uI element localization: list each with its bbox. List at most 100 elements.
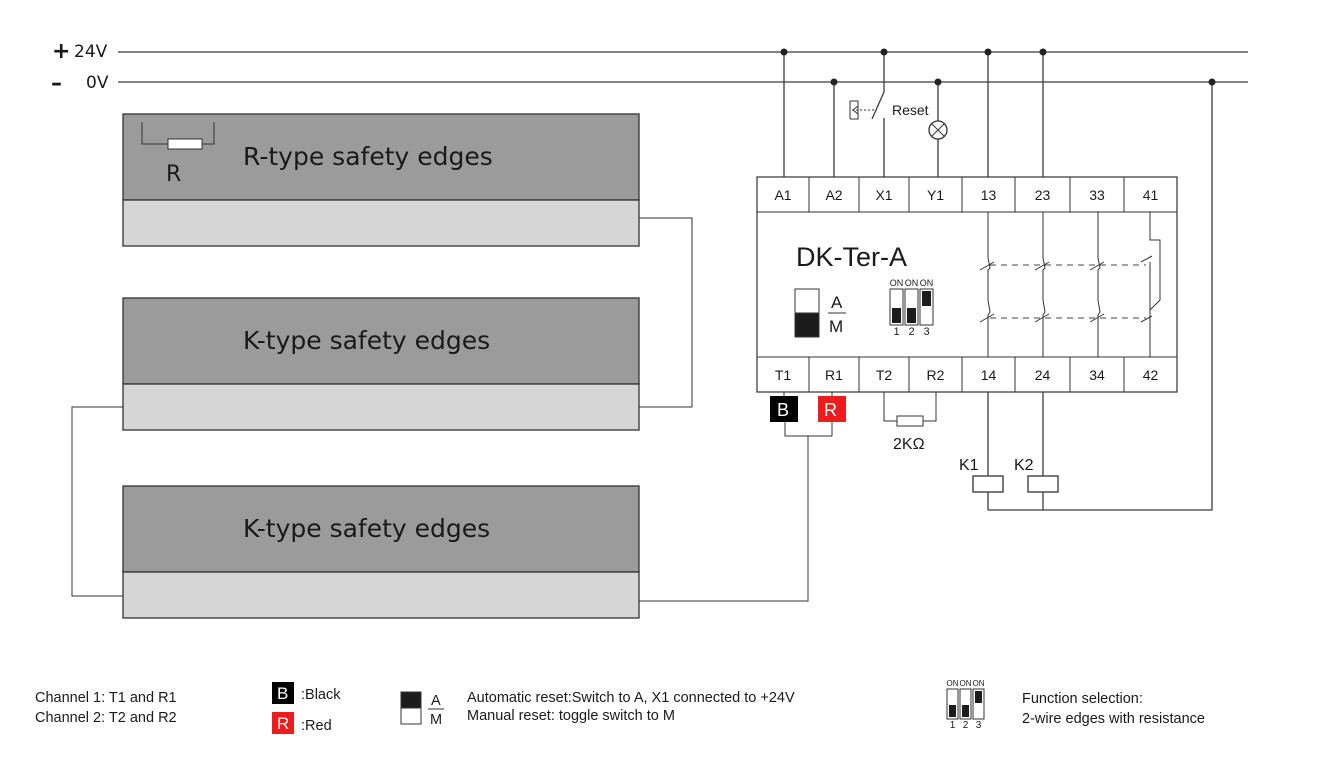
r-edge-base [122,199,640,247]
no-contact-bar-33a [1089,261,1105,271]
bottom-terminal-42: 42 [1143,367,1159,383]
legend-dip-knob-3 [975,691,982,703]
legend-dip-slot-1 [946,688,959,720]
module-dip-number: 3 [923,326,929,338]
legend-dip-slot-3 [972,688,985,720]
legend-switch-m: M [430,712,442,728]
module-dip-on-label: ON [920,278,934,288]
module-dip-number: 2 [908,326,914,338]
top-terminal-x1: X1 [875,187,892,203]
power-rails: + 24V – 0V [51,39,1248,96]
module-dip-on-label: ON [890,278,904,288]
contact-41-42-nc-upper [1149,212,1161,311]
legend-dip-number: 3 [976,720,982,731]
r-edge-profile [122,113,640,201]
t2-resistor-lead [883,392,897,422]
legend-am-switch-top [400,691,422,709]
x1-junction [880,48,888,56]
nc-contact-bar-1 [1140,255,1153,263]
bottom-terminal-r2: R2 [927,367,945,383]
contact-23-24 [1042,212,1046,357]
y1-junction [934,78,942,86]
legend-dip-on-label: ON [947,679,959,688]
am-switch-bottom [794,312,820,338]
k-type-safety-edge-1: K-type safety edges [122,297,640,431]
top-terminal-y1: Y1 [927,187,944,203]
k2-coil-icon [1027,475,1059,493]
legend-channel-2: Channel 2: T2 and R2 [35,710,177,726]
k2-edge-base [122,571,640,619]
t13-junction [984,48,992,56]
legend-dip-number: 2 [963,720,969,731]
k2-edge-profile [122,485,640,573]
legend-dip-number: 1 [950,720,956,731]
k2-label: K2 [1014,457,1034,474]
bottom-terminal-t2: T2 [876,367,893,383]
r-resistor-icon [167,138,203,150]
r-type-safety-edge: R R-type safety edges [122,113,640,247]
module-name: DK-Ter-A [796,242,907,272]
legend-red-tag: R [277,714,289,733]
k2-edge-label: K-type safety edges [243,514,490,543]
reset-switch-blade [871,91,885,120]
legend-red-swatch [272,712,294,734]
bottom-terminal-r1: R1 [825,367,843,383]
top-terminal-33: 33 [1089,187,1105,203]
top-terminal-a2: A2 [825,187,842,203]
red-wire-tag-label: R [824,400,837,420]
top-terminal-41: 41 [1143,187,1159,203]
k1-label: K1 [959,457,979,474]
contact-33-34 [1097,212,1101,357]
t23-junction [1039,48,1047,56]
a1-junction [780,48,788,56]
legend-black-swatch [272,682,294,704]
module-dip-knob-2 [907,308,916,323]
reset-arrow [852,105,859,115]
contact-13-14 [987,212,991,357]
module-dip-on-label: ON [905,278,919,288]
r-resistor-lead-right [202,122,215,145]
no-contact-bar-33b [1089,313,1105,323]
k-type-safety-edge-2: K-type safety edges [122,485,640,619]
module-dip-number: 1 [893,326,899,338]
plus-symbol: + [52,39,70,64]
no-contact-bar-23b [1034,313,1050,323]
legend-auto-reset: Automatic reset:Switch to A, X1 connecte… [467,690,795,706]
bottom-terminal-34: 34 [1089,367,1105,383]
bottom-wiring: B R 2KΩ K1 K2 [770,392,1059,510]
legend-black-tag: B [277,684,288,703]
am-switch-a-label: A [831,293,843,312]
terminal-dividers [808,177,1125,392]
return-junction [1208,78,1216,86]
legend-switch-a: A [431,693,441,709]
legend-dip-on-label: ON [973,679,985,688]
legend-dip-knob-2 [962,705,969,717]
r-edge-label: R-type safety edges [243,142,493,171]
plus-rail-label: 24V [74,42,108,62]
edge-interconnect-wires [71,217,833,602]
bottom-terminal-14: 14 [981,367,997,383]
black-wire-tag [770,396,798,422]
resistor-2k-icon [896,415,924,427]
r-resistor-lead-left [141,122,168,145]
module-dip-switch: ON 1 ON 2 ON 3 [889,278,934,338]
no-contact-bar-13b [979,313,995,323]
am-switch-m-label: M [829,317,843,336]
black-wire-tag-label: B [777,400,789,420]
module-dip-knob-1 [892,308,901,323]
a2-junction [830,78,838,86]
relay-contacts [979,212,1161,357]
am-switch-top [794,288,820,314]
legend-black-text: :Black [301,687,341,703]
r2-resistor-lead [923,392,937,422]
legend-dip-on-label: ON [960,679,972,688]
top-terminal-13: 13 [981,187,997,203]
legend-am-switch-bottom [400,707,422,725]
legend-red-text: :Red [301,718,332,734]
legend: Channel 1: T1 and R1 Channel 2: T2 and R… [35,679,1205,734]
r-resistor-label: R [166,162,181,187]
legend-function-text: 2-wire edges with resistance [1022,711,1205,727]
module-body [756,176,1178,393]
